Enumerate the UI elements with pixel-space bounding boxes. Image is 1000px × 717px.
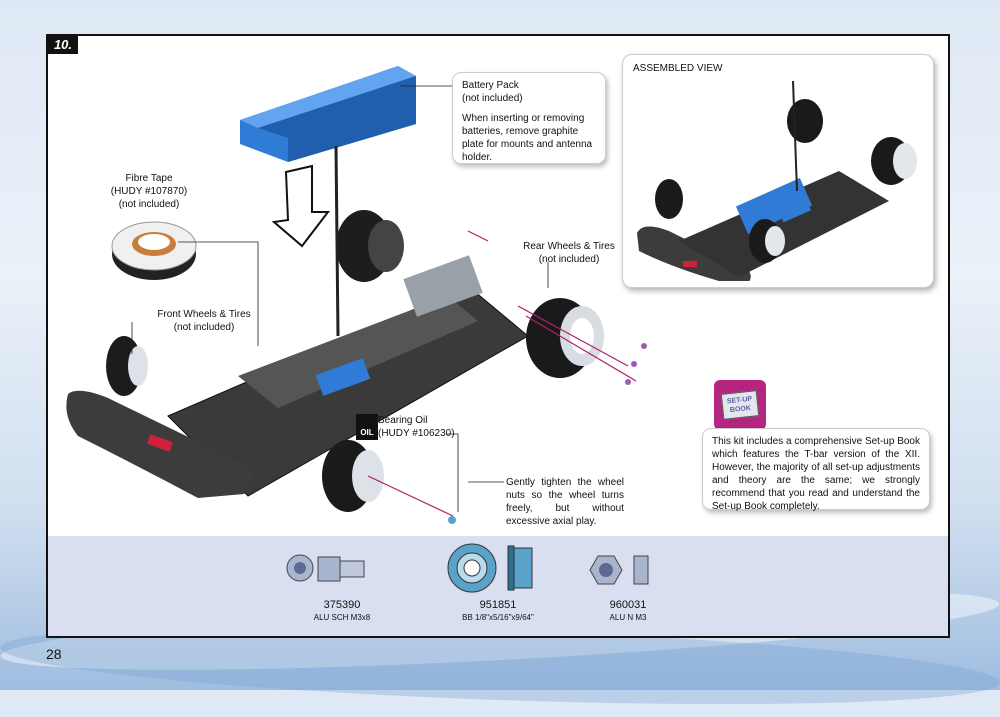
- screw-icon: [286, 554, 365, 582]
- part-description: ALU SCH M3x8: [313, 613, 371, 622]
- setup-book-icon: SET-UP BOOK: [714, 380, 766, 430]
- rear-wheels-label: Rear Wheels & Tires (not included): [514, 240, 624, 266]
- battery-title: Battery Pack: [462, 80, 519, 91]
- bearing-oil-code: (HUDY #106230): [378, 428, 455, 439]
- wheel-nuts-note: Gently tighten the wheel nuts so the whe…: [506, 477, 624, 527]
- front-wheels-title: Front Wheels & Tires: [157, 309, 251, 320]
- assembled-view-panel: ASSEMBLED VIEW: [622, 54, 934, 288]
- fibre-tape-code: (HUDY #107870): [110, 186, 188, 197]
- part-number: 960031: [609, 599, 647, 611]
- part-description: BB 1/8"x5/16"x9/64": [462, 613, 534, 622]
- setup-book-icon-text: SET-UP BOOK: [720, 390, 760, 420]
- battery-pack-drawing: [240, 66, 416, 162]
- instruction-frame: 10.: [46, 34, 950, 638]
- battery-note: When inserting or removing batteries, re…: [462, 113, 593, 163]
- part-description: ALU N M3: [609, 613, 647, 622]
- fibre-tape-subtitle: (not included): [118, 199, 180, 210]
- chassis-illustration: OIL: [66, 66, 647, 524]
- bearing-oil-title: Bearing Oil: [378, 415, 428, 426]
- bearing-oil-label: Bearing Oil (HUDY #106230): [378, 414, 462, 440]
- part-number: 951851: [479, 599, 517, 611]
- oil-icon-text: OIL: [360, 428, 373, 437]
- assembled-car-illustration: [637, 81, 917, 281]
- front-wheels-label: Front Wheels & Tires (not included): [144, 308, 264, 334]
- nut-icon: [589, 555, 649, 585]
- down-arrow-drawing: [271, 164, 331, 248]
- fibre-tape-label: Fibre Tape (HUDY #107870) (not included): [94, 172, 204, 211]
- rear-tire-drawing: [526, 298, 604, 378]
- battery-callout: Battery Pack (not included) When inserti…: [452, 72, 606, 164]
- rear-wheels-title: Rear Wheels & Tires: [523, 241, 615, 252]
- front-wheels-subtitle: (not included): [173, 322, 235, 333]
- fibre-tape-drawing: [111, 221, 197, 280]
- part-number: 375390: [323, 599, 361, 611]
- fibre-tape-title: Fibre Tape: [125, 173, 173, 184]
- step-number: 10.: [48, 36, 78, 54]
- setup-book-callout: This kit includes a comprehensive Set-up…: [702, 428, 930, 512]
- rear-wheels-subtitle: (not included): [538, 254, 600, 265]
- battery-subtitle: (not included): [462, 93, 523, 104]
- ball-bearing-icon: [447, 543, 533, 593]
- page-number: 28: [46, 646, 62, 662]
- assembled-view-title: ASSEMBLED VIEW: [633, 63, 723, 74]
- parts-band: 375390 ALU SCH M3x8 951851 BB 1/8"x5/16"…: [48, 536, 948, 636]
